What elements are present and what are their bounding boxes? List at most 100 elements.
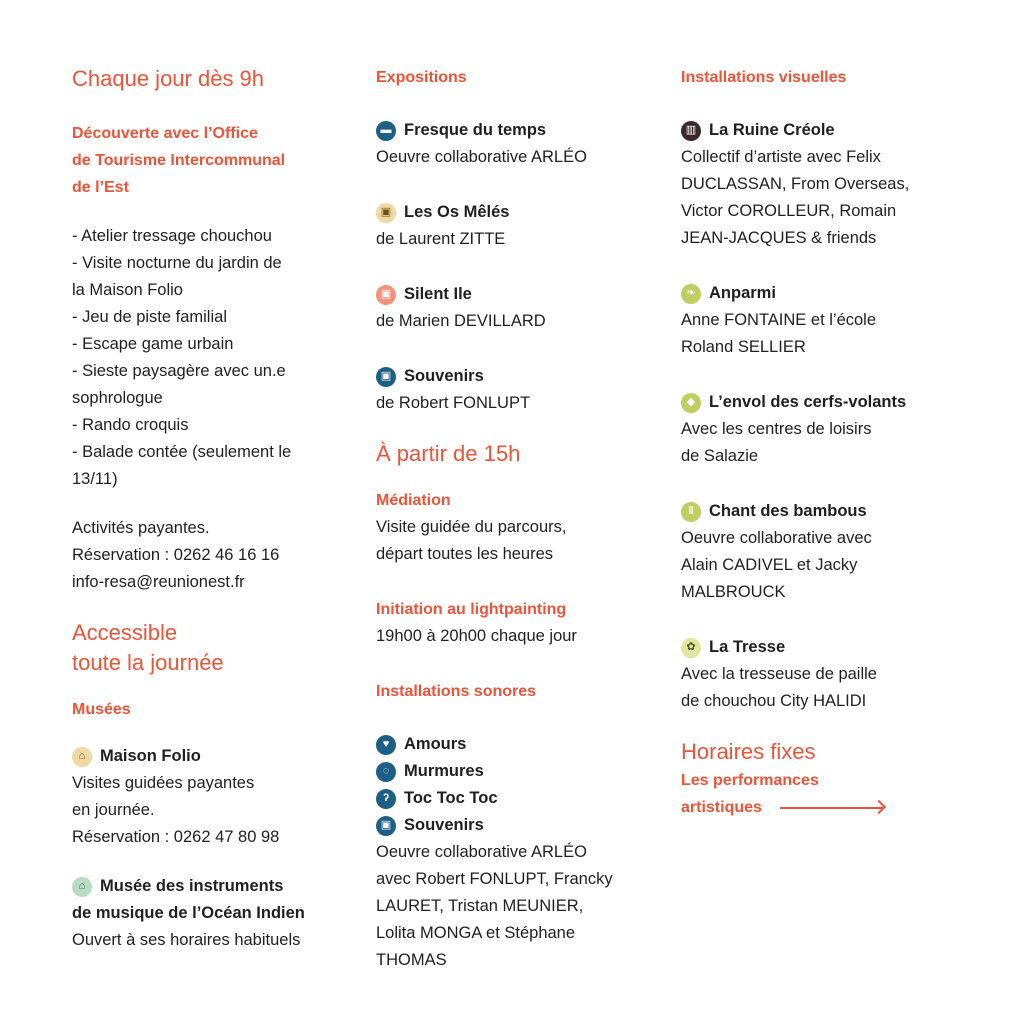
museum-title: Maison Folio — [100, 747, 201, 765]
leaf-icon: ❧ — [681, 283, 701, 304]
visual-line: DUCLASSAN, From Overseas, — [681, 175, 910, 193]
expo-title: Souvenirs — [404, 367, 484, 385]
museum-icon: ⌂ — [72, 876, 92, 897]
booking-phone: Réservation : 0262 46 16 16 — [72, 546, 280, 564]
sonore-title: Souvenirs — [404, 816, 484, 834]
museum-instruments: ⌂ Musée des instruments de musique de l’… — [72, 873, 352, 954]
museum-icon: ⌂ — [72, 746, 92, 767]
visual-item: ▥ La Ruine Créole Collectif d’artiste av… — [681, 117, 981, 252]
speech-icon: ◌ — [376, 761, 396, 782]
sonore-title: Murmures — [404, 762, 484, 780]
expo-title: Les Os Mêlés — [404, 203, 510, 221]
sonore-item: ◌ Murmures — [376, 758, 656, 785]
activity-list: - Atelier tressage chouchou - Visite noc… — [72, 223, 352, 493]
list-item: la Maison Folio — [72, 281, 183, 299]
expo-item: ▣ Les Os Mêlés de Laurent ZITTE — [376, 199, 656, 253]
museum-line: Visites guidées payantes — [72, 774, 255, 792]
ear-icon: ʔ — [376, 788, 396, 809]
heart-icon: ♥ — [376, 734, 396, 755]
braid-icon: ✿ — [681, 637, 701, 658]
heading-fixed-hours: Horaires fixes — [681, 739, 816, 764]
column-visual: Installations visuelles ▥ La Ruine Créol… — [681, 64, 981, 821]
visual-line: Avec la tresseuse de paille — [681, 665, 877, 683]
list-item: - Visite nocturne du jardin de — [72, 254, 282, 272]
arrow-right-icon — [779, 806, 884, 809]
visual-line: Oeuvre collaborative avec — [681, 529, 872, 547]
visual-title: Chant des bambous — [709, 502, 867, 520]
museum-maison-folio: ⌂ Maison Folio Visites guidées payantes … — [72, 743, 352, 851]
list-item: - Escape game urbain — [72, 335, 234, 353]
expo-item: ▬ Fresque du temps Oeuvre collaborative … — [376, 117, 656, 171]
performances-line: Les performances — [681, 772, 819, 789]
speech-bubble-icon: ▬ — [376, 120, 396, 141]
visual-line: MALBROUCK — [681, 583, 786, 601]
sonore-desc-line: THOMAS — [376, 951, 447, 969]
sonore-desc-line: avec Robert FONLUPT, Francky — [376, 870, 613, 888]
museum-title: Musée des instruments — [100, 877, 284, 895]
performances-line: artistiques — [681, 799, 762, 816]
performances-label: Les performances artistiques — [681, 767, 981, 821]
visual-line: Roland SELLIER — [681, 338, 806, 356]
sonore-desc-line: Oeuvre collaborative ARLÉO — [376, 843, 587, 861]
expo-item: ▣ Souvenirs de Robert FONLUPT — [376, 363, 656, 417]
visual-item: ‖ Chant des bambous Oeuvre collaborative… — [681, 498, 981, 606]
visual-line: Avec les centres de loisirs — [681, 420, 872, 438]
visual-title: La Ruine Créole — [709, 121, 835, 139]
visual-line: Anne FONTAINE et l’école — [681, 311, 877, 329]
lightpainting-label: Initiation au lightpainting — [376, 601, 567, 618]
visual-line: Collectif d’artiste avec Felix — [681, 148, 881, 166]
heading-afternoon: À partir de 15h — [376, 441, 521, 466]
subtitle-line: de Tourisme Intercommunal — [72, 152, 286, 169]
sonore-desc-line: Lolita MONGA et Stéphane — [376, 924, 576, 942]
bamboo-icon: ‖ — [681, 501, 701, 522]
list-item: - Sieste paysagère avec un.e — [72, 362, 286, 380]
mediation-line: départ toutes les heures — [376, 545, 554, 563]
expo-item: ▣ Silent Ile de Marien DEVILLARD — [376, 281, 656, 335]
subtitle-line: Découverte avec l’Office — [72, 125, 258, 142]
visual-line: de chouchou City HALIDI — [681, 692, 867, 710]
expo-desc: de Robert FONLUPT — [376, 394, 531, 412]
heading-all-day: Accessible toute la journée — [72, 618, 352, 678]
list-item: sophrologue — [72, 389, 163, 407]
museum-title-cont: de musique de l’Océan Indien — [72, 904, 305, 922]
list-item: - Rando croquis — [72, 416, 189, 434]
performances-link[interactable]: artistiques — [681, 794, 981, 821]
expo-desc: Oeuvre collaborative ARLÉO — [376, 148, 587, 166]
booking-email: info-resa@reunionest.fr — [72, 573, 245, 591]
photo-icon: ▣ — [376, 815, 396, 836]
expositions-label: Expositions — [376, 69, 467, 86]
visual-title: L’envol des cerfs-volants — [709, 393, 907, 411]
visual-title: Anparmi — [709, 284, 776, 302]
heading-line: Accessible — [72, 620, 178, 645]
booking-info: Activités payantes. Réservation : 0262 4… — [72, 515, 352, 596]
visual-title: La Tresse — [709, 638, 786, 656]
heading-daily: Chaque jour dès 9h — [72, 66, 265, 91]
expo-title: Fresque du temps — [404, 121, 547, 139]
list-item: - Balade contée (seulement le — [72, 443, 292, 461]
visual-item: ✿ La Tresse Avec la tresseuse de paille … — [681, 634, 981, 715]
visual-line: Victor COROLLEUR, Romain — [681, 202, 897, 220]
visual-line: de Salazie — [681, 447, 759, 465]
list-item: - Atelier tressage chouchou — [72, 227, 272, 245]
sonores-label: Installations sonores — [376, 683, 537, 700]
building-icon: ▥ — [681, 120, 701, 141]
photo-icon: ▣ — [376, 202, 396, 223]
museum-line: Réservation : 0262 47 80 98 — [72, 828, 280, 846]
visual-line: Alain CADIVEL et Jacky — [681, 556, 858, 574]
museum-line: Ouvert à ses horaires habituels — [72, 931, 301, 949]
photo-icon: ▣ — [376, 366, 396, 387]
expo-title: Silent Ile — [404, 285, 472, 303]
list-item: - Jeu de piste familial — [72, 308, 227, 326]
visual-label: Installations visuelles — [681, 69, 847, 86]
list-item: 13/11) — [72, 470, 118, 488]
expo-desc: de Laurent ZITTE — [376, 230, 506, 248]
sonore-desc-line: LAURET, Tristan MEUNIER, — [376, 897, 584, 915]
museums-label: Musées — [72, 701, 131, 718]
column-daily: Chaque jour dès 9h Découverte avec l’Off… — [72, 64, 352, 954]
visual-item: ❧ Anparmi Anne FONTAINE et l’école Rolan… — [681, 280, 981, 361]
visual-line: JEAN-JACQUES & friends — [681, 229, 877, 247]
expo-desc: de Marien DEVILLARD — [376, 312, 546, 330]
visual-item: ◆ L’envol des cerfs-volants Avec les cen… — [681, 389, 981, 470]
sonore-item: ʔ Toc Toc Toc — [376, 785, 656, 812]
booking-line: Activités payantes. — [72, 519, 210, 537]
